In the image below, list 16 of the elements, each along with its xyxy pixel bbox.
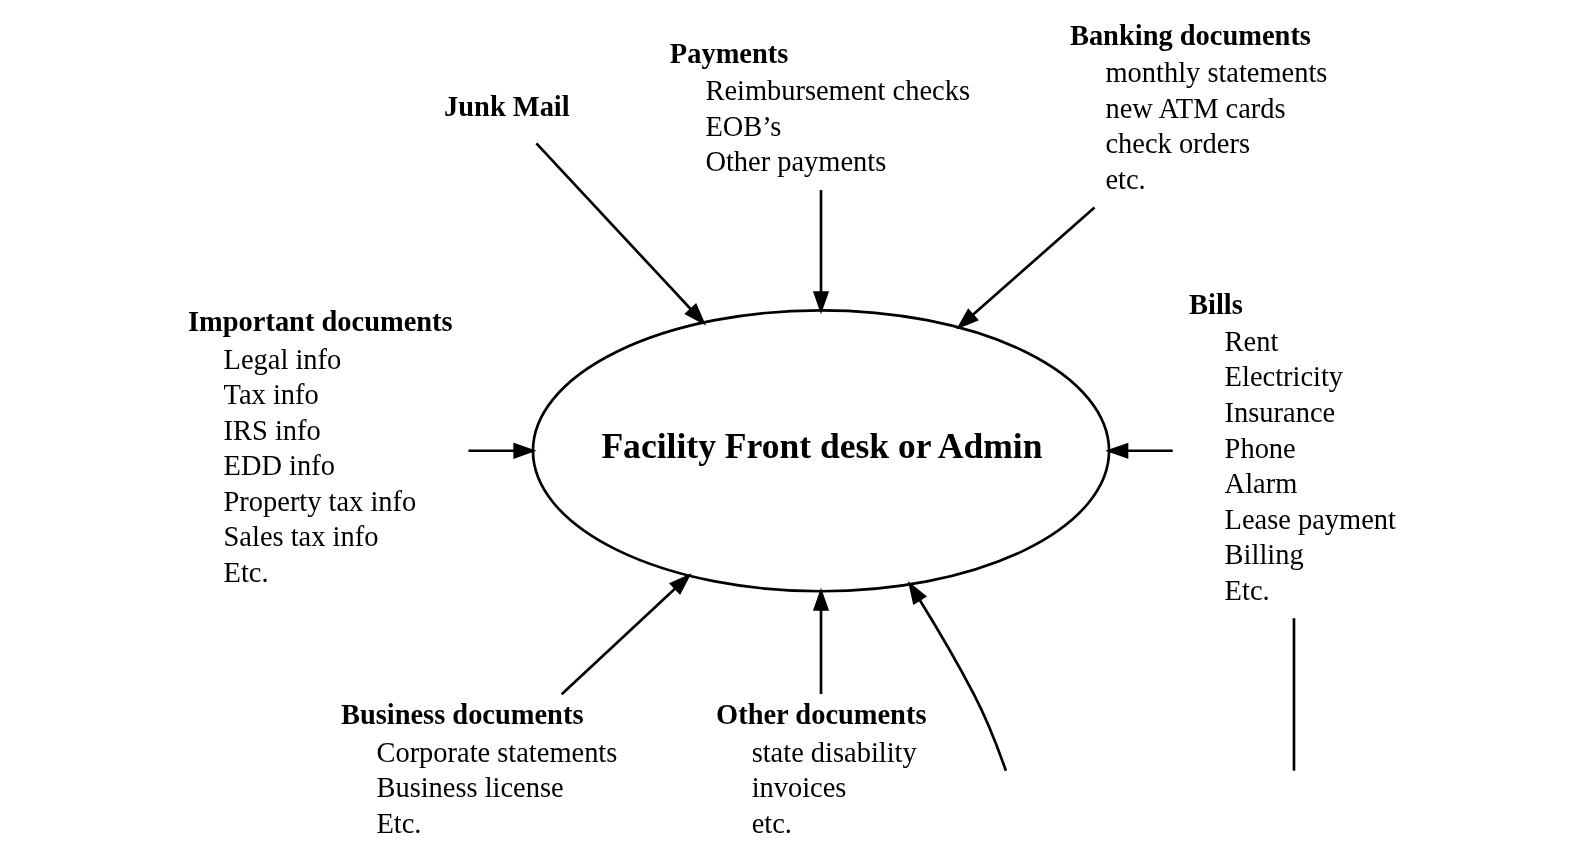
arrow [955, 206, 1095, 330]
node-text: Bills Rent Electricity Insurance Phone Alarm Lease payment Billing Etc. [1188, 288, 1396, 606]
arrow [1104, 442, 1173, 459]
arrow [467, 442, 536, 459]
arrow [534, 142, 706, 326]
node-text: Business documents Corporate statements Business license Etc. [340, 699, 617, 839]
arrow [560, 573, 691, 696]
arrow [812, 190, 829, 315]
node-text: Banking documents monthly statements new ATM cards check orders etc. [1069, 20, 1327, 196]
connector [1292, 618, 1295, 771]
node-text: Payments Reimbursement checks EOB’s Other payments [669, 37, 970, 178]
arrow [907, 581, 1007, 772]
node-text: Important documents Legal info Tax info IRS info EDD info Property tax info Sales tax info Etc. [187, 306, 453, 588]
node-text: Other documents state disability invoices etc. [715, 699, 926, 839]
node-text: Junk Mail [443, 91, 570, 123]
arrow [812, 587, 829, 695]
